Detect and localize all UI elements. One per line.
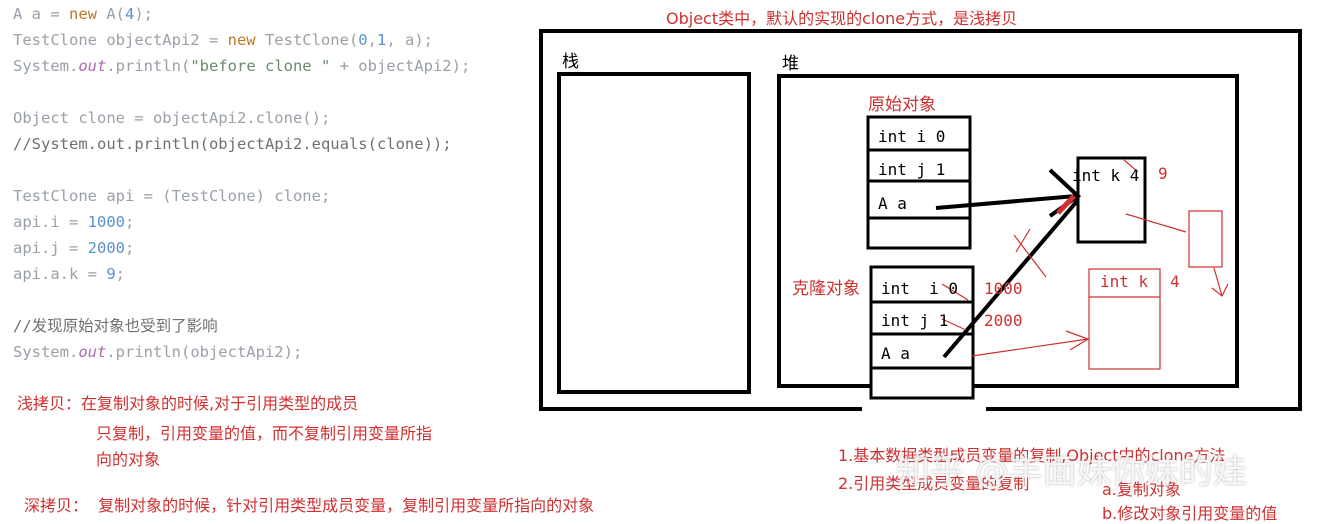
clone-i-new-value: 1000 — [984, 279, 1023, 298]
orig-field-i: int i 0 — [878, 127, 946, 146]
code-line-3: System.out.println("before clone " + obj… — [13, 57, 471, 75]
clone-object-label: 克隆对象 — [792, 279, 860, 299]
deep-k-box-label: int k — [1100, 272, 1149, 291]
code-line-9: api.a.k = 9; — [13, 265, 126, 283]
clone-j-new-value: 2000 — [984, 311, 1023, 330]
shallow-copy-note-line3: 向的对象 — [96, 450, 161, 469]
code-line-6: TestClone api = (TestClone) clone; — [13, 187, 331, 205]
bottom-note-b: b.修改对象引用变量的值 — [1102, 504, 1278, 523]
code-line-5: //System.out.println(objectApi2.equals(c… — [13, 135, 452, 153]
bottom-note-a: a.复制对象 — [1102, 480, 1181, 499]
code-line-2: TestClone objectApi2 = new TestClone(0,1… — [13, 31, 433, 49]
deep-copy-note: 深拷贝： 复制对象的时候，针对引用类型成员变量，复制引用变量所指向的对象 — [24, 496, 595, 515]
shallow-copy-note-title: 浅拷贝：在复制对象的时候,对于引用类型的成员 — [17, 394, 359, 413]
heap-label: 堆 — [782, 54, 799, 74]
code-line-1: A a = new A(4); — [13, 5, 154, 23]
stack-box — [557, 72, 751, 394]
code-line-4: Object clone = objectApi2.clone(); — [13, 109, 331, 127]
bottom-note-2: 2.引用类型成员变量的复制 — [838, 474, 1030, 493]
diagram-title: Object类中，默认的实现的clone方式，是浅拷贝 — [666, 9, 1018, 28]
orig-field-a: A a — [878, 194, 907, 213]
code-line-8: api.j = 2000; — [13, 239, 135, 257]
orig-field-j: int j 1 — [878, 160, 946, 179]
clone-field-i: int i 0 — [881, 279, 959, 298]
watermark: 知乎 @丰面妹你妹的娃 — [896, 452, 1247, 492]
heap-box — [777, 74, 1239, 388]
bottom-note-1: 1.基本数据类型成员变量的复制,Object中的clone方法 — [838, 446, 1226, 465]
stack-label: 栈 — [562, 52, 579, 72]
shallow-copy-note-line2: 只复制，引用变量的值，而不复制引用变量所指 — [96, 424, 433, 443]
code-line-7: api.i = 1000; — [13, 213, 135, 231]
a-object-field-k: int k 4 — [1072, 166, 1140, 185]
clone-field-j: int j 1 — [881, 311, 949, 330]
k-new-value: 9 — [1158, 164, 1168, 183]
code-line-11: System.out.println(objectApi2); — [13, 343, 303, 361]
original-object-label: 原始对象 — [868, 95, 936, 115]
deep-k-box-value: 4 — [1170, 272, 1180, 291]
clone-field-a: A a — [881, 344, 910, 363]
code-line-10: //发现原始对象也受到了影响 — [13, 317, 218, 335]
red-annotations — [941, 159, 1229, 370]
